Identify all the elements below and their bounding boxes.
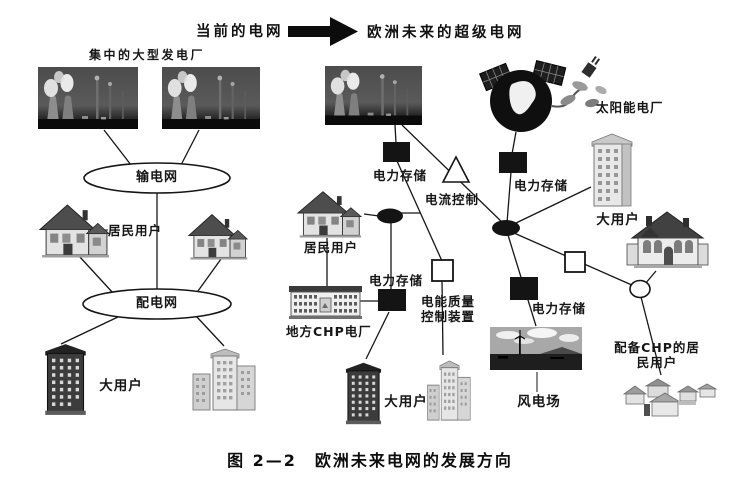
central-plants-label: 集中的大型发电厂 — [89, 48, 206, 62]
wind-farm-photo — [490, 327, 582, 370]
connector-line — [195, 315, 225, 347]
residential-users-label-future: 居民用户 — [303, 240, 359, 255]
storage-node-residential — [378, 289, 406, 311]
connector-line — [396, 160, 443, 262]
storage-node-plant — [383, 142, 410, 162]
storage-label-residential: 电力存储 — [368, 273, 424, 288]
residential-house-icon-future — [297, 191, 362, 238]
chp-residential-label-line2: 民用户 — [636, 355, 678, 371]
storage-label-wind: 电力存储 — [531, 301, 587, 316]
hub-node-residential — [377, 208, 403, 224]
connector-line — [197, 258, 222, 292]
power-quality-label: 电能质量 控制装置 — [421, 294, 475, 325]
connector-line — [78, 255, 114, 294]
large-user-tower-icon — [44, 343, 87, 416]
wind-farm-label: 风电场 — [517, 394, 561, 410]
large-user-label-topright: 大用户 — [596, 212, 640, 228]
transmission-grid-label: 输电网 — [135, 170, 179, 185]
large-user-label-left: 大用户 — [99, 378, 143, 394]
residential-house-icon-left — [39, 204, 110, 258]
power-quality-node-right — [564, 251, 586, 273]
local-chp-label: 地方CHP电厂 — [286, 324, 372, 339]
connector-line — [640, 296, 662, 376]
transition-arrow-icon — [288, 17, 358, 46]
power-plant-photo-2 — [162, 67, 260, 129]
distribution-grid-label: 配电网 — [135, 296, 179, 311]
storage-label-plant: 电力存储 — [372, 168, 428, 183]
connector-line — [365, 311, 390, 360]
large-user-label-bottom: 大用户 — [384, 394, 428, 410]
current-control-node — [441, 155, 471, 183]
hub-node-chp-residential — [629, 279, 651, 299]
power-quality-label-line1: 电能质量 — [420, 294, 476, 309]
distribution-grid-node — [82, 288, 232, 320]
connector-line — [363, 213, 380, 217]
storage-label-solar: 电力存储 — [513, 178, 569, 193]
plug-icon — [581, 55, 601, 78]
power-plant-photo-3 — [325, 66, 422, 125]
connector-line — [515, 186, 592, 224]
connector-line — [394, 124, 397, 144]
large-user-buildings-icon — [192, 348, 256, 411]
current-control-label: 电流控制 — [424, 192, 480, 207]
chp-residential-label: 配备CHP的居 民用户 — [614, 340, 700, 371]
chp-residential-label-line1: 配备CHP的居 — [614, 340, 700, 355]
connector-line — [441, 280, 444, 356]
residential-users-label-left: 居民用户 — [107, 223, 163, 238]
local-chp-plant-icon — [289, 285, 362, 320]
power-quality-node — [431, 259, 454, 282]
power-plant-photo-1 — [38, 67, 138, 129]
large-user-buildings-icon-bottom — [426, 360, 471, 421]
solar-plant-label: 太阳能电厂 — [596, 100, 664, 115]
storage-node-wind — [510, 277, 538, 300]
connector-line — [60, 315, 121, 345]
transmission-grid-node — [83, 162, 231, 194]
current-grid-connections — [60, 129, 225, 347]
hub-node-main — [492, 220, 520, 236]
storage-node-solar — [499, 152, 527, 173]
chp-village-icon — [623, 378, 717, 417]
residential-house-icon-right — [188, 214, 248, 260]
solar-plant-icon — [478, 55, 607, 132]
connector-line — [506, 171, 512, 224]
power-quality-label-line2: 控制装置 — [420, 309, 476, 325]
future-grid-title: 欧洲未来的超级电网 — [367, 25, 525, 41]
figure-caption: 图 2—2 欧洲未来电网的发展方向 — [227, 451, 513, 470]
connector-line — [511, 131, 517, 155]
current-grid-title: 当前的电网 — [196, 24, 284, 40]
large-user-tower-icon-bottom — [345, 362, 382, 425]
connector-line — [180, 129, 200, 166]
connector-line — [103, 129, 132, 166]
large-user-tower-icon-topright — [591, 133, 633, 207]
